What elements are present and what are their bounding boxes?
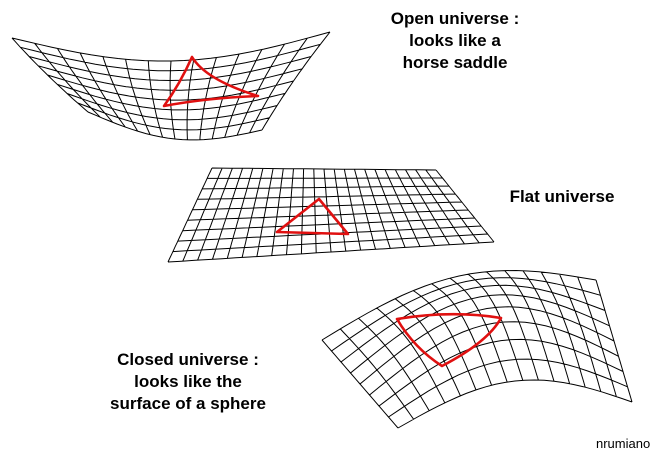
flat-universe-caption: Flat universe — [492, 186, 632, 208]
open-universe-caption: Open universe : looks like a horse saddl… — [355, 8, 555, 74]
saddle-surface — [11, 31, 331, 141]
closed-caption-line-2: looks like the — [134, 372, 242, 391]
saddle-triangle — [162, 55, 260, 108]
closed-caption-line-1: Closed universe : — [117, 350, 259, 369]
open-caption-line-2: looks like a — [409, 31, 501, 50]
author-credit: nrumiano — [596, 436, 651, 451]
sphere-grid — [321, 269, 633, 429]
flat-caption-line-1: Flat universe — [509, 187, 615, 206]
open-caption-line-3: horse saddle — [402, 53, 508, 72]
open-caption-line-1: Open universe : — [390, 9, 520, 28]
sphere-triangle — [395, 312, 503, 368]
closed-universe-caption: Closed universe : looks like the surface… — [78, 349, 298, 415]
closed-caption-line-3: surface of a sphere — [110, 394, 266, 413]
saddle-grid — [11, 31, 331, 141]
sphere-surface — [321, 269, 633, 429]
flat-triangle — [275, 197, 350, 236]
